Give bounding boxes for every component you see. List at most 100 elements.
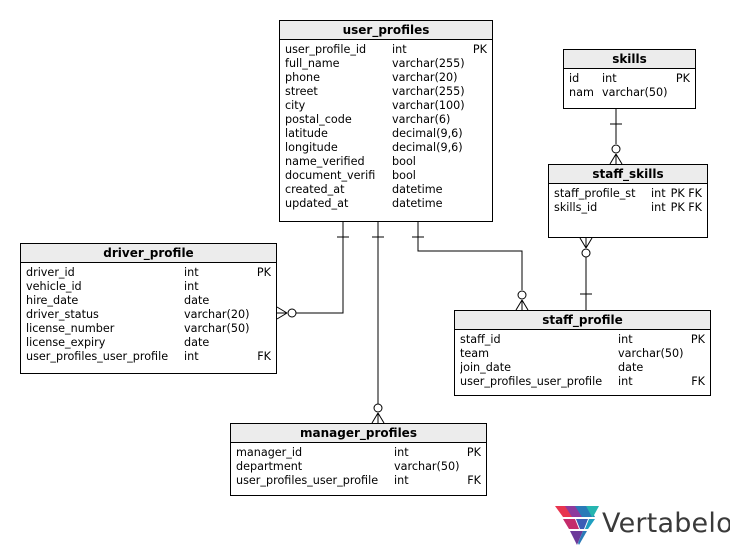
- column-type: int: [184, 280, 199, 293]
- table-title: driver_profile: [21, 244, 276, 263]
- column-row[interactable]: full_name varchar(255): [285, 57, 487, 71]
- column-key: FK: [257, 350, 271, 363]
- column-key: PK FK: [670, 201, 702, 214]
- column-row[interactable]: skills_id int PK FK: [554, 201, 702, 215]
- column-name: skills_id: [554, 201, 598, 214]
- column-name: city: [285, 99, 306, 112]
- rel-user-manager: [371, 222, 385, 424]
- column-type: int: [394, 446, 409, 459]
- column-type: varchar(50): [394, 460, 460, 473]
- column-name: full_name: [285, 57, 340, 70]
- table-title: staff_skills: [549, 165, 707, 184]
- column-key: PK: [675, 72, 690, 85]
- column-name: name_verified: [285, 155, 365, 168]
- column-type: int: [618, 333, 633, 346]
- table-title: user_profiles: [280, 21, 492, 40]
- table-title: skills: [564, 50, 695, 69]
- column-type: bool: [392, 155, 416, 168]
- column-type: int: [651, 201, 666, 214]
- column-type: varchar(50): [602, 86, 668, 99]
- column-name: created_at: [285, 183, 345, 196]
- column-name: phone: [285, 71, 321, 84]
- column-type: int: [394, 474, 409, 487]
- vertabelo-logo-icon: [555, 506, 599, 545]
- column-type: varchar(255): [392, 57, 465, 70]
- column-row[interactable]: longitude decimal(9,6): [285, 141, 487, 155]
- column-key: PK: [472, 43, 487, 56]
- column-name: longitude: [285, 141, 338, 154]
- column-row[interactable]: id int PK: [569, 72, 690, 86]
- column-row[interactable]: postal_code varchar(6): [285, 113, 487, 127]
- column-row[interactable]: updated_at datetime: [285, 197, 487, 211]
- column-type: datetime: [392, 197, 443, 210]
- column-name: postal_code: [285, 113, 352, 126]
- column-type: varchar(6): [392, 113, 451, 126]
- column-row[interactable]: name_verified bool: [285, 155, 487, 169]
- column-row[interactable]: manager_id int PK: [236, 446, 481, 460]
- column-type: date: [618, 361, 644, 374]
- column-name: user_profiles_user_profile: [236, 474, 379, 487]
- column-name: id: [569, 72, 580, 85]
- vertabelo-logo: Vertabelo: [555, 503, 730, 549]
- column-name: driver_id: [26, 266, 75, 279]
- column-type: int: [651, 187, 666, 200]
- column-key: PK FK: [670, 187, 702, 200]
- column-type: int: [184, 350, 199, 363]
- column-key: PK: [690, 333, 705, 346]
- column-type: varchar(255): [392, 85, 465, 98]
- column-name: updated_at: [285, 197, 349, 210]
- column-key: FK: [467, 474, 481, 487]
- column-type: int: [602, 72, 617, 85]
- column-type: decimal(9,6): [392, 141, 463, 154]
- column-type: bool: [392, 169, 416, 182]
- column-type: int: [392, 43, 407, 56]
- rel-user-staff: [412, 222, 529, 311]
- column-type: varchar(50): [184, 322, 250, 335]
- column-key: FK: [691, 375, 705, 388]
- column-type: date: [184, 336, 210, 349]
- column-name: vehicle_id: [26, 280, 82, 293]
- column-row[interactable]: vehicle_id int: [26, 280, 271, 294]
- column-row[interactable]: user_profiles_user_profile int FK: [236, 474, 481, 488]
- rel-staff-staffskills: [579, 237, 593, 310]
- column-type: varchar(20): [184, 308, 250, 321]
- column-type: varchar(50): [618, 347, 684, 360]
- column-name: license_expiry: [26, 336, 106, 349]
- column-row[interactable]: license_expiry date: [26, 336, 271, 350]
- column-name: user_profiles_user_profile: [460, 375, 603, 388]
- column-name: manager_id: [236, 446, 303, 459]
- column-key: PK: [466, 446, 481, 459]
